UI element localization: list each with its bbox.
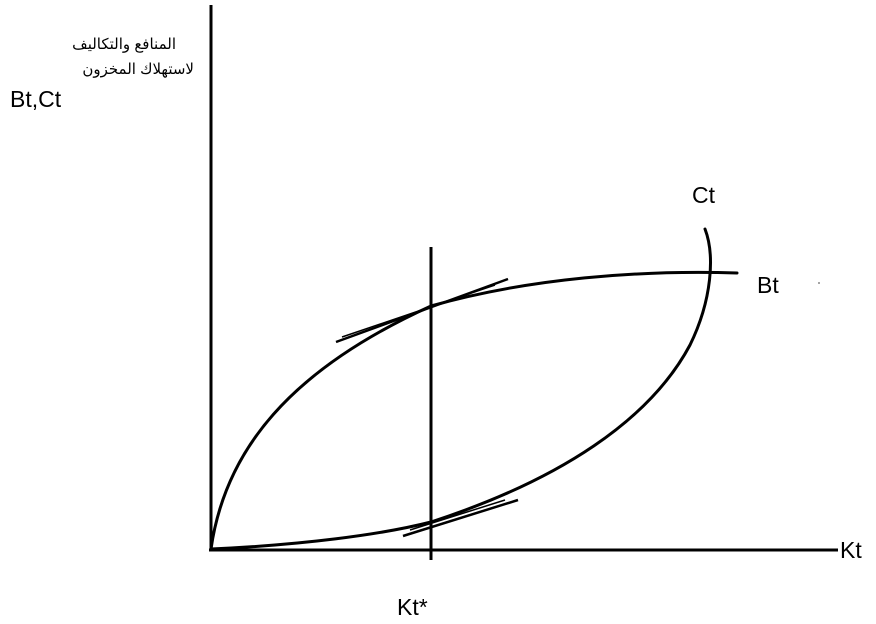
y-axis-label-english: Bt,Ct (10, 86, 62, 112)
tangent-line-ct (402, 498, 519, 538)
cost-curve-label: Ct (692, 182, 715, 208)
tangent-line-bt-shadow (341, 284, 496, 338)
y-axis-label-arabic-line-1: المنافع والتكاليف (72, 36, 176, 53)
tangent-line-ct-shadow (409, 499, 506, 531)
cost-curve-ct (209, 227, 712, 551)
y-axis-label-arabic-line-2: لاستهلاك المخزون (82, 61, 194, 78)
stray-dot-mark (818, 282, 820, 284)
x-axis-label: Kt (840, 537, 862, 563)
benefit-curve-label: Bt (757, 272, 779, 298)
optimum-kt-star-label: Kt* (397, 594, 428, 620)
